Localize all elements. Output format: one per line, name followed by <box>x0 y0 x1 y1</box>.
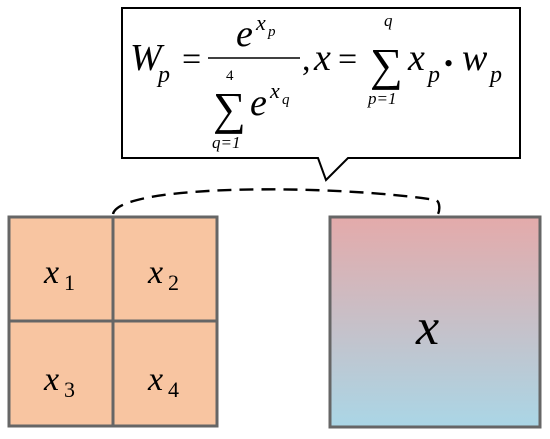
grid-cell-2-var: x <box>147 254 163 291</box>
formula-term-x-subscript: p <box>426 62 440 88</box>
formula-callout <box>121 7 521 182</box>
grid-cell-4-sub: 4 <box>168 377 179 402</box>
grid-cell-3 <box>7 319 115 428</box>
formula-sum2-lower: p=1 <box>367 89 396 108</box>
formula-comma: , <box>302 41 311 78</box>
output-box <box>328 215 542 429</box>
output-label: x <box>415 299 439 356</box>
input-grid: x 1 x 2 x 3 x 4 <box>7 215 219 428</box>
formula-term-x: x <box>407 37 425 79</box>
formula-sum2-symbol: ∑ <box>370 39 403 90</box>
formula-term-w: w <box>462 37 488 79</box>
formula-equals-2: = <box>338 41 357 78</box>
formula-denominator-exponent: x <box>269 78 280 103</box>
formula-denominator-exponent-sub: q <box>282 92 290 108</box>
formula-output-x: x <box>313 37 331 79</box>
grid-cell-1-var: x <box>43 254 59 291</box>
grid-cell-1-sub: 1 <box>64 270 75 295</box>
grid-cell-4 <box>111 319 219 428</box>
formula-sum1-upper: 4 <box>226 68 234 84</box>
grid-cell-2-sub: 2 <box>168 270 179 295</box>
formula-sum2-upper: q <box>384 11 393 30</box>
connector-dashed-arc <box>111 188 441 215</box>
formula-sum1-symbol: ∑ <box>213 83 246 134</box>
grid-cell-1 <box>7 215 115 323</box>
formula-weight-subscript: p <box>156 62 170 88</box>
grid-cell-4-var: x <box>147 361 163 398</box>
grid-cell-2 <box>111 215 219 323</box>
formula-sum1-lower: q=1 <box>212 133 240 152</box>
formula-term-w-subscript: p <box>488 62 502 88</box>
formula-numerator-exponent-sub: p <box>267 24 276 40</box>
formula-weight-symbol: W <box>130 37 165 79</box>
grid-cell-3-sub: 3 <box>64 377 75 402</box>
formula-equals-1: = <box>182 41 201 78</box>
formula-numerator-e: e <box>236 13 253 55</box>
formula-numerator-exponent: x <box>255 10 266 35</box>
formula-denominator-e: e <box>250 82 267 124</box>
grid-cell-3-var: x <box>43 361 59 398</box>
formula-dot-operator: • <box>444 49 453 78</box>
